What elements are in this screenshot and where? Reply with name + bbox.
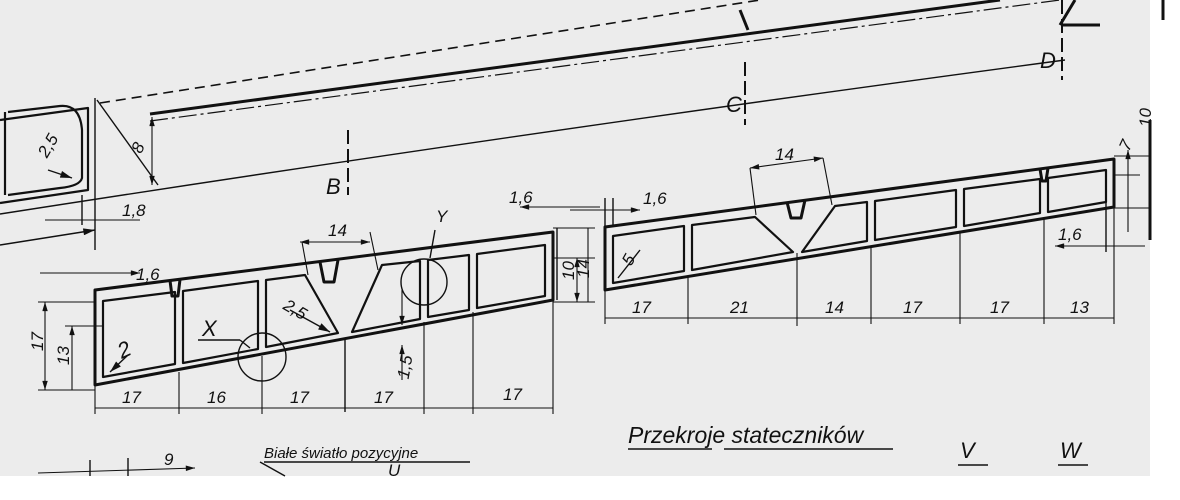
section-c-spacing: 13 xyxy=(1070,298,1089,317)
plan-view: 2,5 8 1,8 B C D xyxy=(0,0,1165,250)
section-c-notch-width-label: 14 xyxy=(775,145,794,164)
section-b-large-notch xyxy=(318,259,340,284)
section-mark-x: X xyxy=(201,316,218,341)
section-b-end-skin-label: 1,6 xyxy=(509,188,533,207)
section-mark-u: U xyxy=(388,461,401,480)
section-b-spacing: 17 xyxy=(503,385,522,404)
section-mark-d: D xyxy=(1040,48,1056,73)
section-mark-w: W xyxy=(1060,438,1083,463)
section-b-skin-label: 1,6 xyxy=(136,265,160,284)
section-b-spacing: 17 xyxy=(290,388,309,407)
section-c-spacing: 21 xyxy=(729,298,749,317)
section-b-spacing: 16 xyxy=(207,388,226,407)
section-b-spacing: 17 xyxy=(374,388,393,407)
dimension-9-label: 9 xyxy=(164,450,174,469)
section-c-end-skin-label: 1,6 xyxy=(1058,225,1082,244)
section-c-end-h2-label: 10 xyxy=(1136,108,1155,127)
section-c-small-notch xyxy=(1038,167,1050,183)
paper-background xyxy=(0,0,1150,476)
section-b-spacing: 17 xyxy=(122,388,141,407)
section-b-height-total-label: 17 xyxy=(28,332,47,351)
bottom-annotations: 9 Białe światło pozycyjne U Przekroje st… xyxy=(37,422,1088,480)
navigation-light-note: Białe światło pozycyjne xyxy=(264,445,418,462)
section-mark-v: V xyxy=(960,438,977,463)
section-c-spacing: 17 xyxy=(990,298,1009,317)
section-c-bottom-dimension xyxy=(604,207,1115,326)
section-b: 1,6 14 X Y 2 2,5 1,5 17 13 1,6 10 14 17 … xyxy=(28,188,600,414)
section-b-rib-label: 1,5 xyxy=(394,353,417,380)
section-c-spacing: 17 xyxy=(903,298,922,317)
section-b-notch-width-label: 14 xyxy=(328,221,347,240)
section-c-spacing: 14 xyxy=(825,298,844,317)
section-mark-y: Y xyxy=(436,207,449,226)
section-c-spacing: 17 xyxy=(632,298,651,317)
section-c-skin-label: 1,6 xyxy=(643,189,667,208)
section-c-large-notch xyxy=(785,199,807,220)
section-c: 1,6 14 5 1,6 7 10 17 21 14 17 17 13 xyxy=(570,108,1155,326)
section-b-height-inner-label: 13 xyxy=(54,346,73,365)
section-mark-c: C xyxy=(726,92,742,117)
left-piece-width-label: 1,8 xyxy=(122,201,146,220)
section-b-end-h1-label: 10 xyxy=(559,261,578,280)
section-b-bottom-dimension xyxy=(94,300,554,414)
section-mark-b: B xyxy=(326,174,341,199)
drawing-title: Przekroje stateczników xyxy=(628,422,865,448)
detail-circle-y xyxy=(400,258,448,306)
section-b-end-h2-label: 14 xyxy=(574,259,593,278)
